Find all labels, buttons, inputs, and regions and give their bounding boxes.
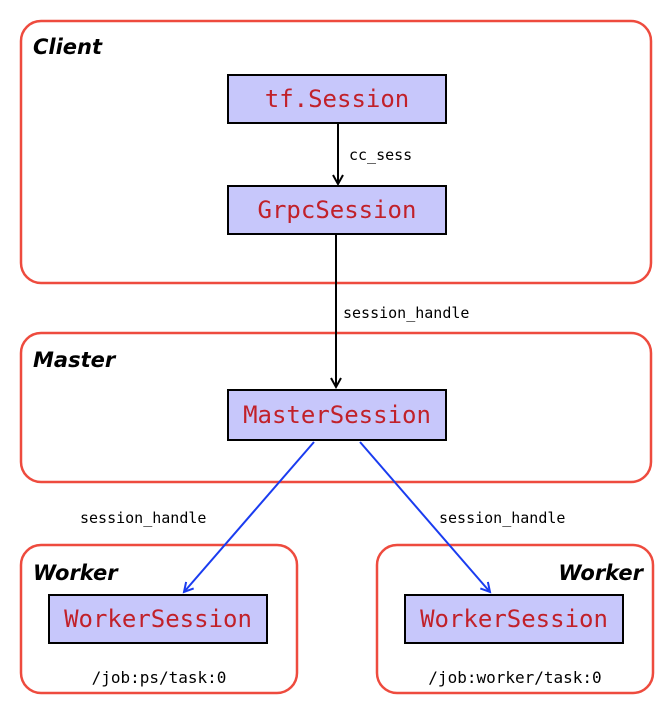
edge-master-to-worker — [359, 441, 490, 592]
task-label-worker: /job:worker/task:0 — [428, 668, 601, 687]
worker-session-worker-label: WorkerSession — [420, 605, 608, 633]
worker-session-ps-label: WorkerSession — [64, 605, 252, 633]
master-session-label: MasterSession — [243, 401, 431, 429]
edge-label-grpc-to-master: session_handle — [343, 304, 469, 322]
edge-label-master-to-worker: session_handle — [439, 509, 565, 527]
tf-session-label: tf.Session — [265, 85, 410, 113]
master-session-node: MasterSession — [227, 389, 447, 441]
client-group: Client — [19, 19, 653, 285]
worker-session-ps-node: WorkerSession — [48, 594, 268, 644]
worker-session-worker-node: WorkerSession — [404, 594, 624, 644]
client-group-label: Client — [33, 35, 103, 59]
edge-label-master-to-ps: session_handle — [80, 509, 206, 527]
master-group-label: Master — [33, 348, 117, 372]
task-label-ps: /job:ps/task:0 — [92, 668, 227, 687]
grpc-session-label: GrpcSession — [258, 196, 417, 224]
edge-label-cc-sess: cc_sess — [349, 146, 412, 164]
edge-master-to-ps — [184, 441, 315, 592]
grpc-session-node: GrpcSession — [227, 185, 447, 235]
tf-session-node: tf.Session — [227, 74, 447, 124]
worker-ps-group-label: Worker — [33, 561, 119, 585]
worker-worker-group-label: Worker — [558, 561, 644, 585]
